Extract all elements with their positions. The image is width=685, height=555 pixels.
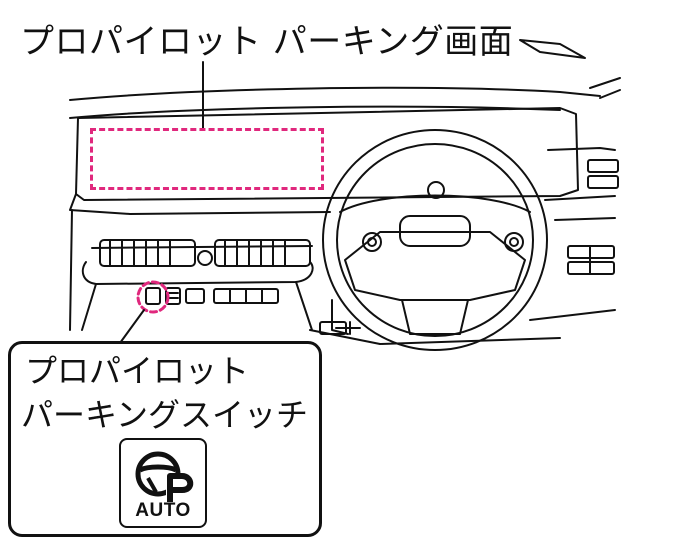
dash-top-line (69, 86, 601, 101)
switch-highlight-circle (136, 280, 170, 314)
callout-line2: パーキングスイッチ (21, 396, 309, 434)
display-screen-outline (75, 107, 579, 201)
propilot-park-switch: AUTO (119, 438, 207, 528)
hazard-button-shape (197, 250, 213, 266)
switch-auto-label: AUTO (135, 500, 191, 521)
steering-wheel-hub (344, 231, 526, 301)
display-highlight-rect (90, 128, 324, 190)
switch-callout: プロパイロット パーキングスイッチ AUTO (8, 341, 322, 537)
propilot-switch-shape (145, 287, 161, 305)
steering-wheel-outer (322, 129, 548, 351)
display-title-label: プロパイロット パーキング画面 (20, 22, 514, 62)
callout-leader-line (119, 309, 145, 344)
callout-line1: プロパイロット (25, 352, 250, 390)
steering-wheel-p-icon (135, 451, 196, 504)
mirror-shape (519, 39, 586, 59)
